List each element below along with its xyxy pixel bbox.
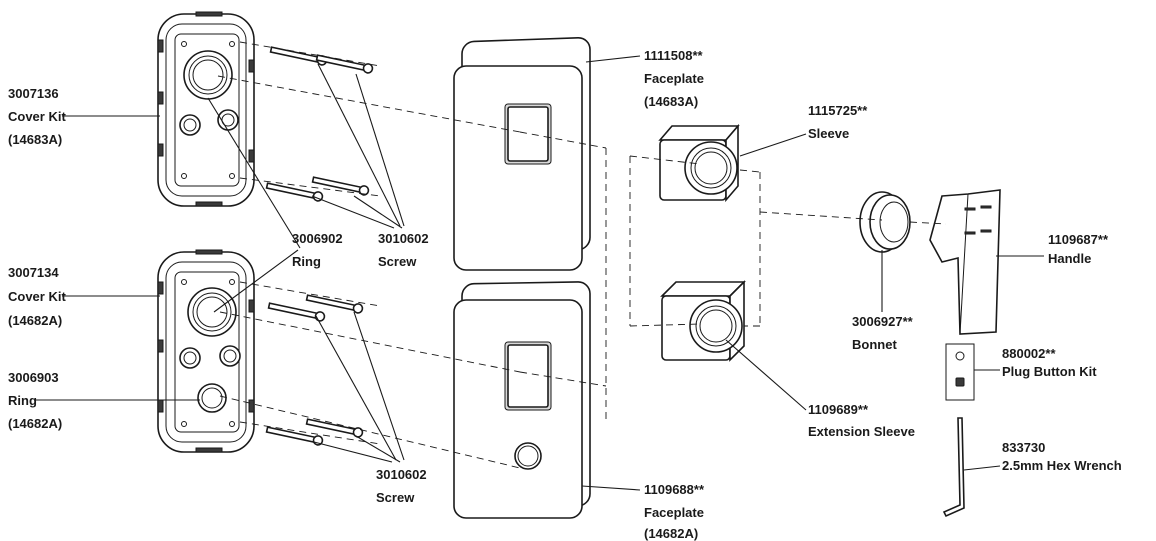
part-number: 1109689** xyxy=(808,402,869,417)
part-number: 3006902 xyxy=(292,231,343,246)
callout-plug-button-kit: 880002** Plug Button Kit xyxy=(1002,346,1097,379)
faceplate-bottom xyxy=(453,281,591,519)
screws xyxy=(265,46,374,446)
part-number: 1115725** xyxy=(808,103,868,118)
part-name: Ring xyxy=(292,254,321,269)
part-name: Cover Kit xyxy=(8,289,66,304)
callout-cover-kit-top: 3007136 Cover Kit (14683A) xyxy=(8,86,66,147)
part-name: Handle xyxy=(1048,251,1091,266)
part-name: Faceplate xyxy=(644,71,704,86)
part-model: (14682A) xyxy=(8,313,62,328)
faceplate-top xyxy=(453,37,591,271)
extension-sleeve-part xyxy=(660,280,746,362)
callout-sleeve: 1115725** Sleeve xyxy=(808,103,868,141)
plug-button-kit-part xyxy=(945,343,975,401)
part-name: Screw xyxy=(378,254,417,269)
cover-kit-bottom xyxy=(157,249,255,453)
bonnet-part xyxy=(859,191,911,253)
part-number: 880002** xyxy=(1002,346,1056,361)
part-model: (14682A) xyxy=(644,526,698,541)
leader-lines xyxy=(34,55,1044,491)
part-number: 1109687** xyxy=(1048,232,1109,247)
part-model: (14683A) xyxy=(644,94,698,109)
sleeve-part xyxy=(658,123,740,203)
callout-cover-kit-bottom: 3007134 Cover Kit (14682A) xyxy=(8,265,66,328)
part-name: Plug Button Kit xyxy=(1002,364,1097,379)
part-name: Screw xyxy=(376,490,415,505)
part-number: 1111508** xyxy=(644,48,704,63)
cover-kit-top xyxy=(157,11,255,207)
part-number: 3007134 xyxy=(8,265,59,280)
part-model: (14683A) xyxy=(8,132,62,147)
part-name: Cover Kit xyxy=(8,109,66,124)
part-number: 1109688** xyxy=(644,482,705,497)
part-model: (14682A) xyxy=(8,416,62,431)
callout-screw-bottom: 3010602 Screw xyxy=(376,467,427,505)
callout-ring-top: 3006902 Ring xyxy=(292,231,343,269)
part-number: 833730 xyxy=(1002,440,1045,455)
callout-faceplate-bottom: 1109688** Faceplate (14682A) xyxy=(644,482,705,541)
part-name: Faceplate xyxy=(644,505,704,520)
part-number: 3010602 xyxy=(378,231,429,246)
callout-ring-bottom: 3006903 Ring (14682A) xyxy=(8,370,62,431)
callout-bonnet: 3006927** Bonnet xyxy=(852,314,914,352)
alignment-lines xyxy=(217,41,947,469)
callout-hex-wrench: 833730 2.5mm Hex Wrench xyxy=(1002,440,1122,473)
part-number: 3006903 xyxy=(8,370,59,385)
hex-wrench-part xyxy=(942,417,965,518)
part-number: 3007136 xyxy=(8,86,59,101)
part-name: Sleeve xyxy=(808,126,849,141)
part-name: Bonnet xyxy=(852,337,897,352)
part-number: 3010602 xyxy=(376,467,427,482)
callout-screw-top: 3010602 Screw xyxy=(378,231,429,269)
callout-extension-sleeve: 1109689** Extension Sleeve xyxy=(808,402,915,439)
part-name: Extension Sleeve xyxy=(808,424,915,439)
part-number: 3006927** xyxy=(852,314,914,329)
part-name: 2.5mm Hex Wrench xyxy=(1002,458,1122,473)
callout-faceplate-top: 1111508** Faceplate (14683A) xyxy=(644,48,704,109)
callout-handle: 1109687** Handle xyxy=(1048,232,1109,266)
part-name: Ring xyxy=(8,393,37,408)
handle-part xyxy=(929,189,1001,335)
